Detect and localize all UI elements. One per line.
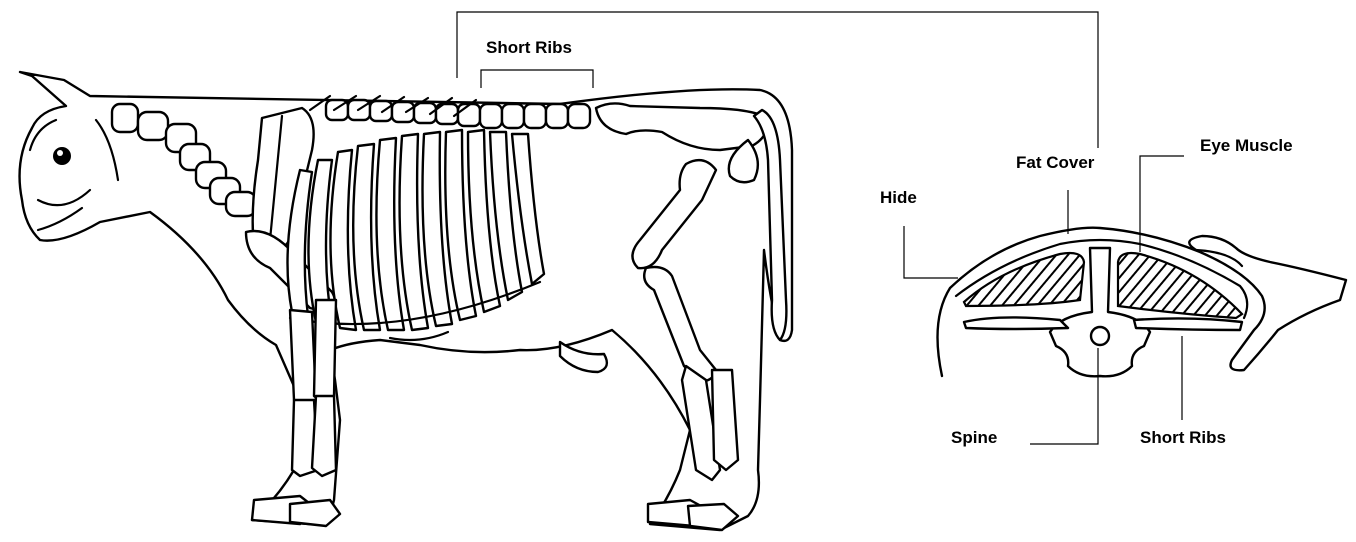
short-ribs-section-label: Short Ribs bbox=[1140, 428, 1226, 447]
cross-section-diagram: Fat Cover Eye Muscle Hide Spine Short Ri… bbox=[880, 136, 1346, 447]
udder bbox=[560, 342, 607, 372]
fat-cover-label: Fat Cover bbox=[1016, 153, 1095, 172]
short-ribs-right bbox=[1134, 318, 1242, 330]
hide-leader bbox=[904, 226, 958, 278]
cow-eye bbox=[53, 147, 71, 165]
cow-skeleton-illustration bbox=[20, 72, 792, 530]
eye-muscle-label: Eye Muscle bbox=[1200, 136, 1293, 155]
short-ribs-left bbox=[964, 317, 1068, 329]
hide-label: Hide bbox=[880, 188, 917, 207]
short-ribs-top-label: Short Ribs bbox=[486, 38, 572, 57]
spine-label: Spine bbox=[951, 428, 997, 447]
short-ribs-bracket bbox=[481, 70, 593, 88]
